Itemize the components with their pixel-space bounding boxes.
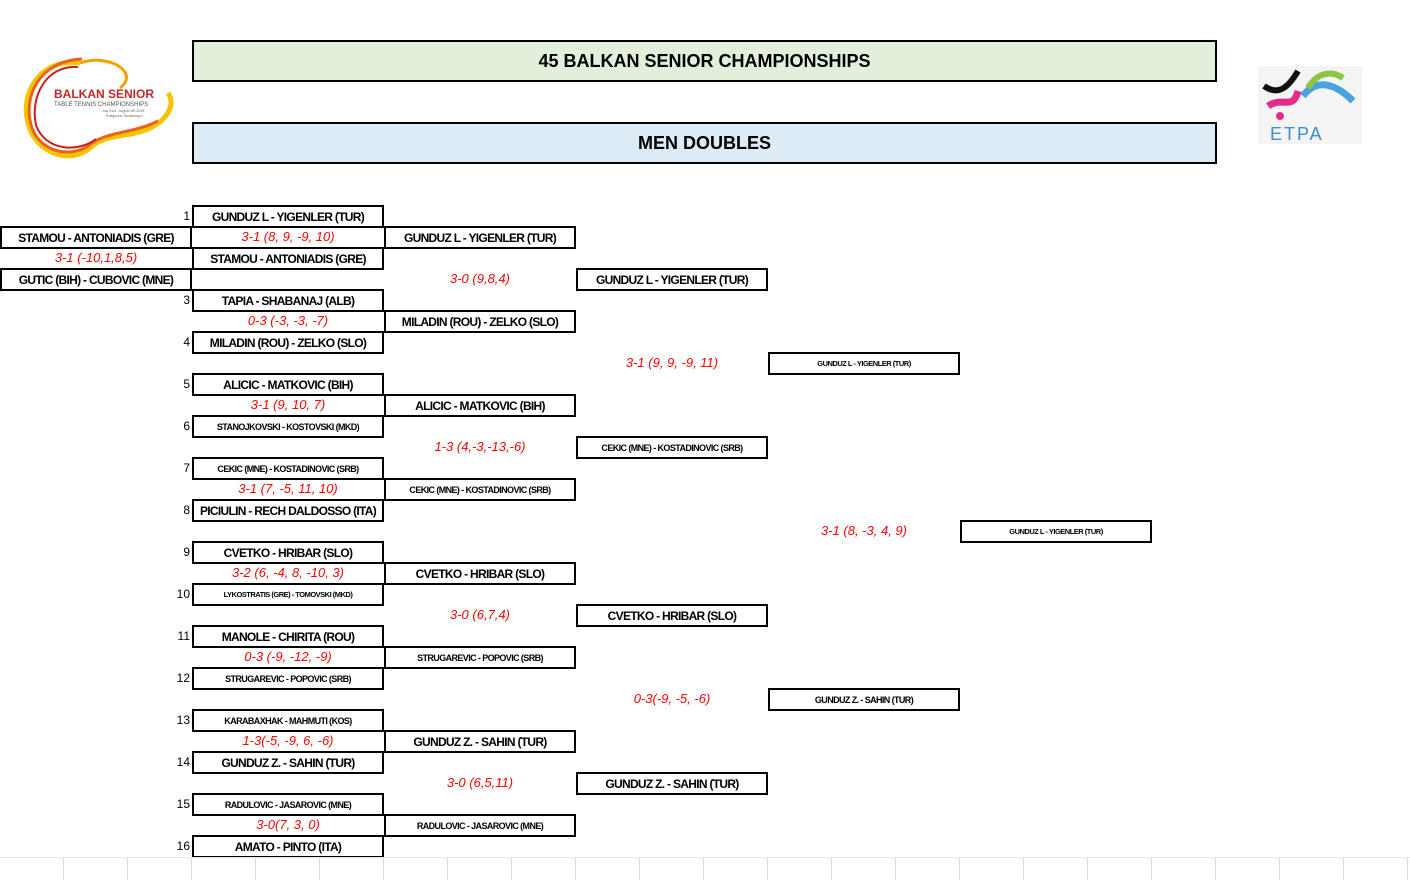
seed-number: 1	[183, 209, 190, 223]
round1-entry: GUNDUZ L - YIGENLER (TUR)	[192, 205, 384, 228]
round1-entry: AMATO - PINTO (ITA)	[192, 835, 384, 858]
seed-number: 4	[183, 335, 190, 349]
seed-number: 16	[176, 839, 190, 853]
quarterfinal-score: 3-1 (9, 9, -9, 11)	[625, 355, 719, 370]
round1-score: 3-2 (6, -4, 8, -10, 3)	[232, 565, 344, 580]
round1-score: 1-3(-5, -9, 6, -6)	[242, 733, 334, 748]
svg-text:July 31st - August 4th 2019,: July 31st - August 4th 2019,	[102, 109, 145, 113]
seed-number: 8	[183, 503, 190, 517]
prelim-entry: STAMOU - ANTONIADIS (GRE)	[0, 226, 192, 249]
seed-number: 3	[183, 293, 190, 307]
seed-number: 15	[176, 797, 190, 811]
round2-entry: ALICIC - MATKOVIC (BIH)	[384, 394, 576, 417]
round1-score: 3-0(7, 3, 0)	[256, 817, 320, 832]
round2-entry: RADULOVIC - JASAROVIC (MNE)	[384, 814, 576, 837]
prelim-entry: GUTIC (BIH) - CUBOVIC (MNE)	[0, 268, 192, 291]
svg-text:BALKAN SENIOR: BALKAN SENIOR	[54, 87, 154, 101]
quarterfinal-winner: CVETKO - HRIBAR (SLO)	[576, 604, 768, 627]
round1-entry: STANOJKOVSKI - KOSTOVSKI (MKD)	[192, 415, 384, 438]
round2-entry: CVETKO - HRIBAR (SLO)	[384, 562, 576, 585]
round1-score: 3-1 (8, 9, -9, 10)	[241, 229, 335, 244]
round1-entry: CVETKO - HRIBAR (SLO)	[192, 541, 384, 564]
seed-number: 13	[176, 713, 190, 727]
round2-score: 3-0 (9,8,4)	[450, 271, 510, 286]
round2-entry: CEKIC (MNE) - KOSTADINOVIC (SRB)	[384, 478, 576, 501]
round2-score: 3-0 (6,5,11)	[446, 775, 514, 790]
quarterfinal-score: 0-3(-9, -5, -6)	[633, 691, 711, 706]
etpa-logo: ETPA	[1258, 66, 1362, 144]
round1-entry: GUNDUZ Z. - SAHIN (TUR)	[192, 751, 384, 774]
final-score: 3-1 (8, -3, 4, 9)	[821, 523, 907, 538]
round1-entry: KARABAXHAK - MAHMUTI (KOS)	[192, 709, 384, 732]
quarterfinal-winner: GUNDUZ Z. - SAHIN (TUR)	[576, 772, 768, 795]
round1-entry: MANOLE - CHIRITA (ROU)	[192, 625, 384, 648]
balkan-senior-logo: BALKAN SENIOR TABLE TENNIS CHAMPIONSHIPS…	[20, 53, 175, 165]
champion: GUNDUZ L - YIGENLER (TUR)	[960, 520, 1152, 543]
round1-score: 0-3 (-9, -12, -9)	[244, 649, 332, 664]
seed-number: 10	[176, 587, 190, 601]
round1-entry: PICIULIN - RECH DALDOSSO (ITA)	[192, 499, 384, 522]
quarterfinal-winner: GUNDUZ L - YIGENLER (TUR)	[576, 268, 768, 291]
round1-entry: MILADIN (ROU) - ZELKO (SLO)	[192, 331, 384, 354]
svg-text:Podgorica, Montenegro: Podgorica, Montenegro	[106, 114, 142, 118]
semifinal-winner: GUNDUZ Z. - SAHIN (TUR)	[768, 688, 960, 711]
round2-entry: MILADIN (ROU) - ZELKO (SLO)	[384, 310, 576, 333]
round1-entry: STRUGAREVIC - POPOVIC (SRB)	[192, 667, 384, 690]
round1-score: 3-1 (9, 10, 7)	[250, 397, 326, 412]
prelim-score: 3-1 (-10,1,8,5)	[54, 250, 138, 265]
round1-entry: CEKIC (MNE) - KOSTADINOVIC (SRB)	[192, 457, 384, 480]
seed-number: 7	[183, 461, 190, 475]
round1-entry: STAMOU - ANTONIADIS (GRE)	[192, 247, 384, 270]
round1-entry: LYKOSTRATIS (GRE) - TOMOVSKI (MKD)	[192, 583, 384, 606]
round2-score: 3-0 (6,7,4)	[450, 607, 510, 622]
round2-entry: GUNDUZ L - YIGENLER (TUR)	[384, 226, 576, 249]
seed-number: 11	[177, 629, 190, 643]
spreadsheet-grid	[0, 857, 1410, 880]
championship-title: 45 BALKAN SENIOR CHAMPIONSHIPS	[192, 40, 1217, 82]
round1-entry: TAPIA - SHABANAJ (ALB)	[192, 289, 384, 312]
round2-score: 1-3 (4,-3,-13,-6)	[434, 439, 526, 454]
event-title: MEN DOUBLES	[192, 122, 1217, 164]
round1-score: 0-3 (-3, -3, -7)	[247, 313, 329, 328]
seed-number: 6	[183, 419, 190, 433]
seed-number: 14	[176, 755, 190, 769]
quarterfinal-winner: CEKIC (MNE) - KOSTADINOVIC (SRB)	[576, 436, 768, 459]
round1-entry: RADULOVIC - JASAROVIC (MNE)	[192, 793, 384, 816]
semifinal-winner: GUNDUZ L - YIGENLER (TUR)	[768, 352, 960, 375]
seed-number: 12	[176, 671, 190, 685]
svg-text:TABLE TENNIS CHAMPIONSHIPS: TABLE TENNIS CHAMPIONSHIPS	[54, 102, 148, 108]
round1-score: 3-1 (7, -5, 11, 10)	[238, 481, 338, 496]
round2-entry: STRUGAREVIC - POPOVIC (SRB)	[384, 646, 576, 669]
round1-entry: ALICIC - MATKOVIC (BIH)	[192, 373, 384, 396]
seed-number: 9	[183, 545, 190, 559]
round2-entry: GUNDUZ Z. - SAHIN (TUR)	[384, 730, 576, 753]
seed-number: 5	[183, 377, 190, 391]
svg-text:ETPA: ETPA	[1270, 124, 1324, 144]
